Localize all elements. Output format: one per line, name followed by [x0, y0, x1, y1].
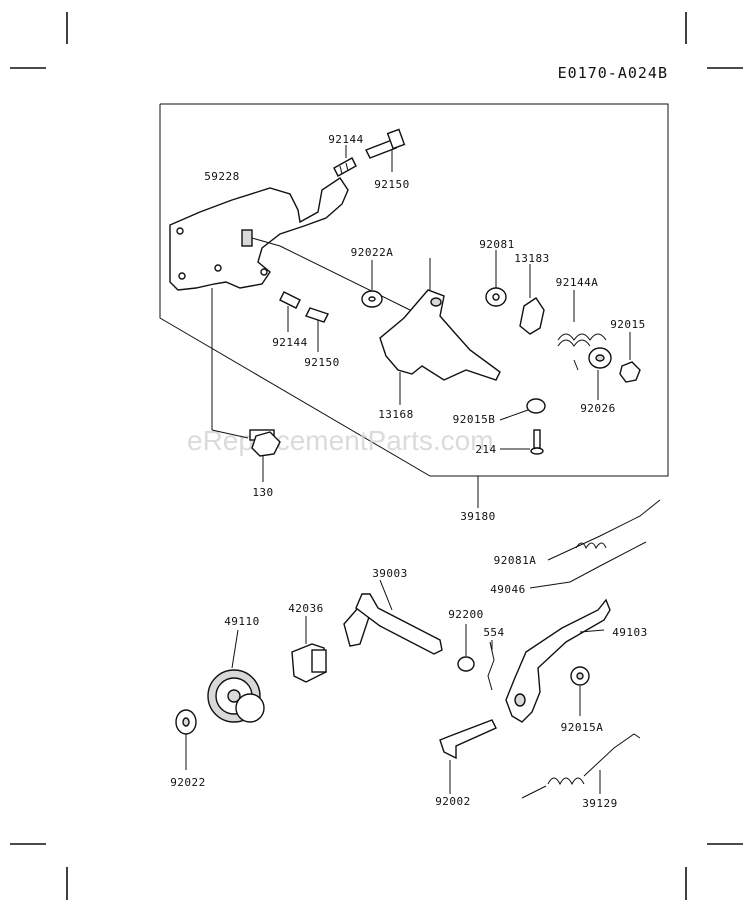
- label-49110: 49110: [224, 615, 260, 628]
- clip-554: [487, 640, 495, 691]
- label-92150-low: 92150: [304, 356, 340, 369]
- bolt-130: [211, 288, 281, 482]
- diagram-code: E0170-A024B: [558, 64, 668, 82]
- washer-92081: [485, 250, 507, 307]
- label-554: 554: [483, 626, 504, 639]
- label-49046: 49046: [490, 583, 526, 596]
- gear-49110: [207, 629, 265, 723]
- spring-92144-top: [333, 145, 357, 177]
- spring-39129: [521, 733, 641, 799]
- rod-49046: [529, 541, 647, 589]
- label-92081: 92081: [479, 238, 515, 251]
- label-42036: 42036: [288, 602, 324, 615]
- label-39180: 39180: [460, 510, 496, 523]
- label-92015A: 92015A: [561, 721, 604, 734]
- spring-92144A: [557, 290, 607, 371]
- crop-marks: [10, 12, 743, 900]
- label-59228: 59228: [204, 170, 240, 183]
- label-92002: 92002: [435, 795, 471, 808]
- label-130: 130: [252, 486, 273, 499]
- label-92015B: 92015B: [453, 413, 496, 426]
- lever-49103: [505, 598, 611, 723]
- label-13183: 13183: [514, 252, 550, 265]
- collar-92026: [588, 347, 612, 400]
- label-92144-low: 92144: [272, 336, 308, 349]
- label-92144-top: 92144: [328, 133, 364, 146]
- label-92150-top: 92150: [374, 178, 410, 191]
- label-49103: 49103: [612, 626, 648, 639]
- nut-92015: [619, 332, 641, 383]
- label-92015: 92015: [610, 318, 646, 331]
- watermark: eReplacementParts.com: [187, 425, 494, 456]
- plate-13183: [519, 264, 545, 335]
- assembly-box-39180: [159, 103, 669, 477]
- label-92026: 92026: [580, 402, 616, 415]
- part-labels: 92144 92150 59228 92022A 92081 13183 921…: [170, 133, 648, 810]
- part-42036: [291, 616, 327, 683]
- label-92144A: 92144A: [556, 276, 599, 289]
- label-92022A: 92022A: [351, 246, 394, 259]
- label-92200: 92200: [448, 608, 484, 621]
- bushing-92015B: [499, 398, 546, 421]
- screw-214: [500, 429, 544, 455]
- lever-39003: [343, 579, 443, 655]
- label-214: 214: [475, 443, 496, 456]
- spring-92144-low: [279, 291, 301, 332]
- washer-92022: [175, 709, 197, 770]
- label-92022: 92022: [170, 776, 206, 789]
- label-39003: 39003: [372, 567, 408, 580]
- label-39129: 39129: [582, 797, 618, 810]
- pin-92002: [439, 719, 497, 794]
- washer-92200: [457, 624, 475, 672]
- washer-92022A: [361, 260, 383, 308]
- bracket-59228: [169, 177, 411, 311]
- screw-92150-low: [305, 307, 329, 352]
- label-13168: 13168: [378, 408, 414, 421]
- lever-13168: [379, 258, 501, 405]
- washer-92015A: [570, 666, 590, 716]
- rod-92081A: [547, 499, 661, 561]
- label-92081A: 92081A: [494, 554, 537, 567]
- screw-92150-top: [365, 128, 406, 172]
